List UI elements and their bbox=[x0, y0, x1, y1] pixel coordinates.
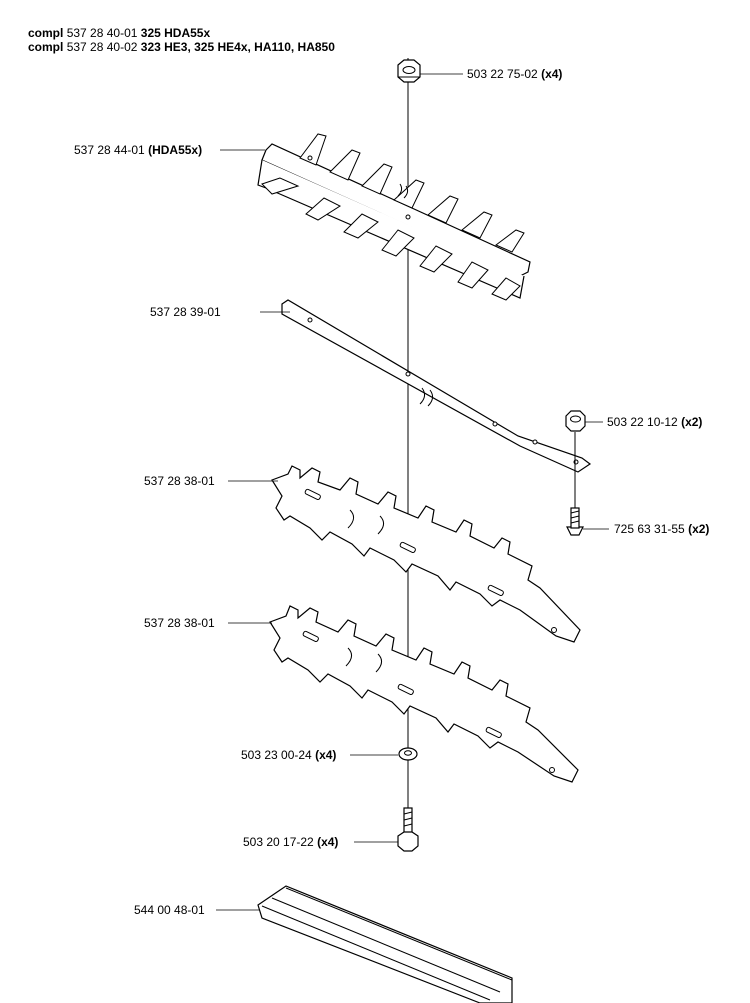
assembly-number: 537 28 40-01 bbox=[66, 26, 138, 40]
blade-guard-part bbox=[257, 885, 513, 1003]
part-label: 725 63 31-55 (x2) bbox=[614, 522, 709, 536]
part-label: 544 00 48-01 bbox=[134, 903, 205, 917]
cutting-blade-2-part bbox=[269, 605, 579, 783]
top-blade-part bbox=[257, 133, 531, 301]
cutting-blade-1-part bbox=[271, 465, 581, 643]
part-number: 503 23 00-24 bbox=[241, 748, 312, 762]
part-label: 537 28 44-01 (HDA55x) bbox=[74, 143, 202, 157]
assembly-row-2: compl 537 28 40-02 323 HE3, 325 HE4x, HA… bbox=[28, 40, 335, 54]
part-qty: (HDA55x) bbox=[148, 143, 203, 157]
part-qty: (x4) bbox=[315, 748, 337, 762]
part-label: 503 22 75-02 (x4) bbox=[467, 67, 562, 81]
part-number: 503 22 75-02 bbox=[467, 67, 538, 81]
assembly-models: 323 HE3, 325 HE4x, HA110, HA850 bbox=[140, 40, 335, 54]
washer-part bbox=[398, 747, 418, 761]
assembly-row-1: compl 537 28 40-01 325 HDA55x bbox=[28, 26, 335, 40]
part-label: 537 28 38-01 bbox=[144, 616, 215, 630]
part-label: 503 20 17-22 (x4) bbox=[243, 835, 338, 849]
leader-lines bbox=[216, 73, 609, 911]
part-number: 503 22 10-12 bbox=[607, 415, 678, 429]
assembly-number: 537 28 40-02 bbox=[66, 40, 138, 54]
part-number: 537 28 38-01 bbox=[144, 616, 215, 630]
part-qty: (x2) bbox=[688, 522, 710, 536]
small-nut-part bbox=[565, 410, 586, 432]
part-label: 503 23 00-24 (x4) bbox=[241, 748, 336, 762]
part-qty: (x4) bbox=[317, 835, 339, 849]
compl-label: compl bbox=[28, 40, 64, 54]
part-qty: (x4) bbox=[541, 67, 563, 81]
guide-bar-part bbox=[281, 299, 592, 473]
bolt-part bbox=[397, 807, 419, 852]
countersunk-screw-part bbox=[566, 507, 584, 536]
flange-nut-part bbox=[397, 59, 421, 83]
part-label: 537 28 38-01 bbox=[144, 474, 215, 488]
part-number: 725 63 31-55 bbox=[614, 522, 685, 536]
part-label: 503 22 10-12 (x2) bbox=[607, 415, 702, 429]
part-number: 537 28 44-01 bbox=[74, 143, 145, 157]
assembly-header: compl 537 28 40-01 325 HDA55x compl 537 … bbox=[28, 26, 335, 54]
assembly-models: 325 HDA55x bbox=[140, 26, 211, 40]
part-label: 537 28 39-01 bbox=[150, 305, 221, 319]
part-number: 544 00 48-01 bbox=[134, 903, 205, 917]
part-number: 503 20 17-22 bbox=[243, 835, 314, 849]
part-qty: (x2) bbox=[681, 415, 703, 429]
part-number: 537 28 39-01 bbox=[150, 305, 221, 319]
compl-label: compl bbox=[28, 26, 64, 40]
part-number: 537 28 38-01 bbox=[144, 474, 215, 488]
